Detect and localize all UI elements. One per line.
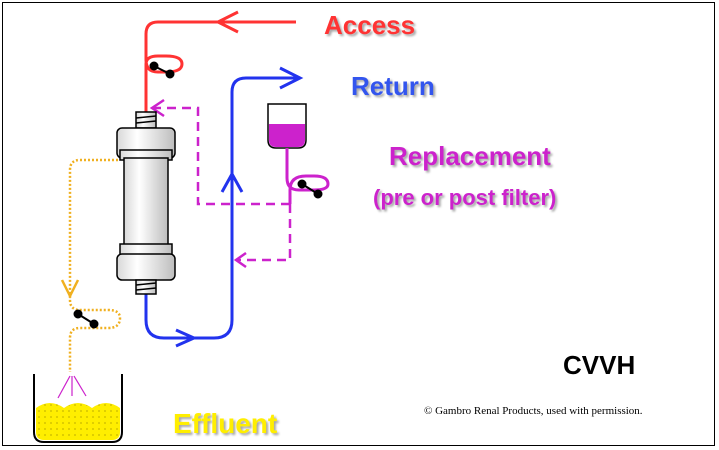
return-bottom-arrow-icon <box>175 328 198 348</box>
replacement-line <box>285 148 330 204</box>
return-flow-arrow-icon <box>220 170 244 193</box>
pre-filter-arrow-icon <box>149 98 165 118</box>
access-arrow-icon <box>214 10 239 34</box>
effluent-pump-icon <box>73 309 99 329</box>
return-line <box>144 76 300 340</box>
diagram-frame <box>2 2 715 446</box>
hemofilter-icon <box>116 111 176 295</box>
access-pump-icon <box>149 61 175 79</box>
return-arrow-icon <box>279 66 304 90</box>
copyright-text: © Gambro Renal Products, used with permi… <box>424 405 643 417</box>
return-label: Return <box>351 71 435 101</box>
effluent-arrow-icon <box>60 279 80 299</box>
replacement-pump-icon <box>297 179 323 199</box>
effluent-container-icon <box>33 374 123 443</box>
access-label: Access <box>324 10 416 40</box>
effluent-line <box>68 158 122 372</box>
post-filter-arrow-icon <box>233 251 247 269</box>
mode-label: CVVH <box>563 350 636 380</box>
access-line <box>144 20 296 112</box>
replacement-dashed-lines <box>154 106 292 262</box>
replacement-note-label: (pre or post filter) <box>373 185 557 210</box>
replacement-label: Replacement <box>389 141 551 171</box>
replacement-bag-icon <box>267 103 307 149</box>
effluent-label: Effluent <box>173 408 278 439</box>
